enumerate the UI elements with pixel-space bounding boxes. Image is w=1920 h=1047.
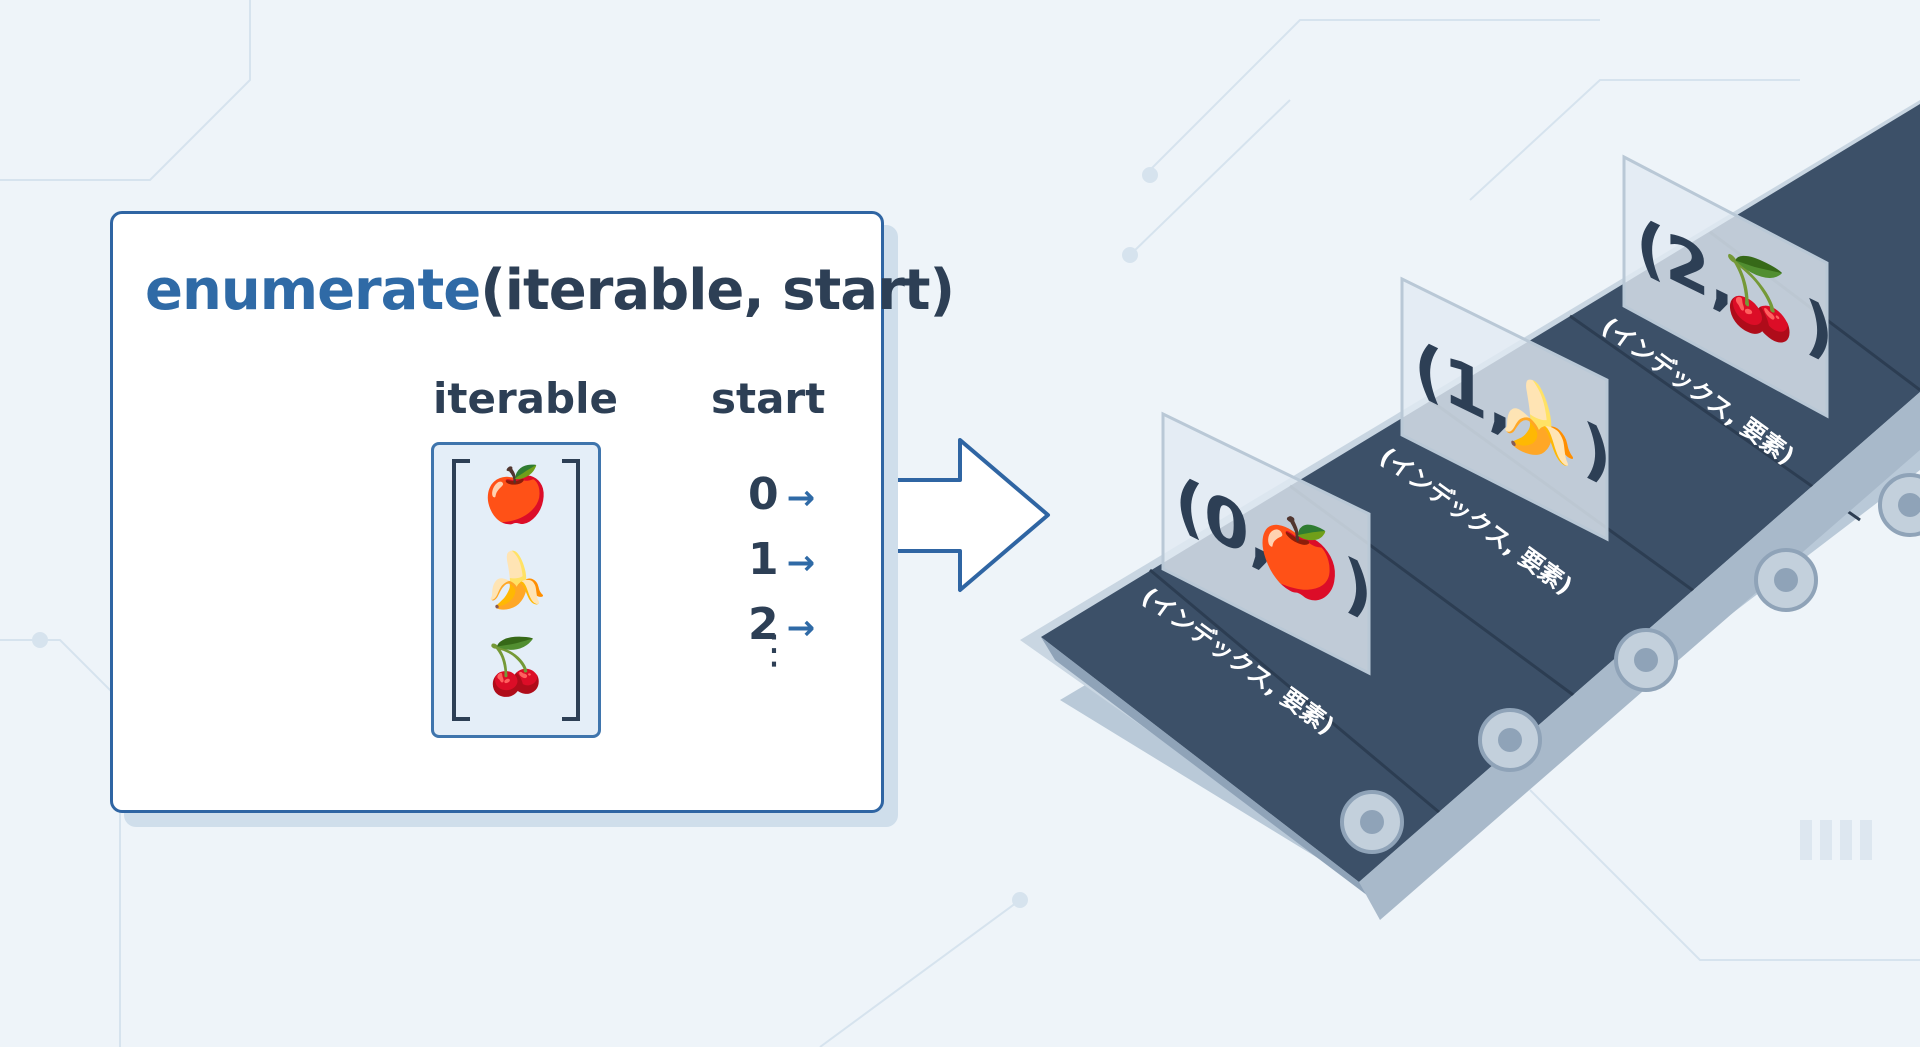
- start-value-0: 0→: [748, 469, 816, 520]
- banana-icon: 🍌: [482, 549, 550, 612]
- bracket-right: [562, 459, 580, 721]
- arrow-right-icon: →: [786, 478, 816, 518]
- arrow-right-icon: →: [786, 543, 816, 583]
- tuple-close: ): [1343, 542, 1372, 631]
- enumerate-panel: enumerate(iterable, start) iterable star…: [110, 211, 955, 813]
- bracket-left: [452, 459, 470, 721]
- start-label: start: [711, 374, 826, 423]
- iterable-label: iterable: [433, 374, 618, 423]
- cherry-icon: 🍒: [482, 635, 550, 698]
- start-value-1: 1→: [748, 534, 816, 585]
- tuple-close: ): [1582, 407, 1611, 496]
- apple-icon: 🍎: [482, 463, 550, 526]
- function-args: (iterable, start): [480, 258, 955, 323]
- tuple-close: ): [1804, 284, 1833, 373]
- iterable-list: 🍎 🍌 🍒: [431, 442, 601, 738]
- function-signature: enumerate(iterable, start): [145, 258, 955, 323]
- tuple-card-1: (1, 🍌 ): [1400, 276, 1611, 542]
- arrow-right-icon: →: [786, 608, 816, 648]
- flow-arrow: [882, 438, 1050, 592]
- start-value-2: 2→: [748, 599, 816, 650]
- function-name: enumerate: [145, 258, 481, 323]
- tuple-card-2: (2, 🍒 ): [1622, 154, 1833, 419]
- ellipsis-icon: ⋮: [754, 627, 794, 673]
- tuple-card-0: (0, 🍎 ): [1161, 411, 1372, 676]
